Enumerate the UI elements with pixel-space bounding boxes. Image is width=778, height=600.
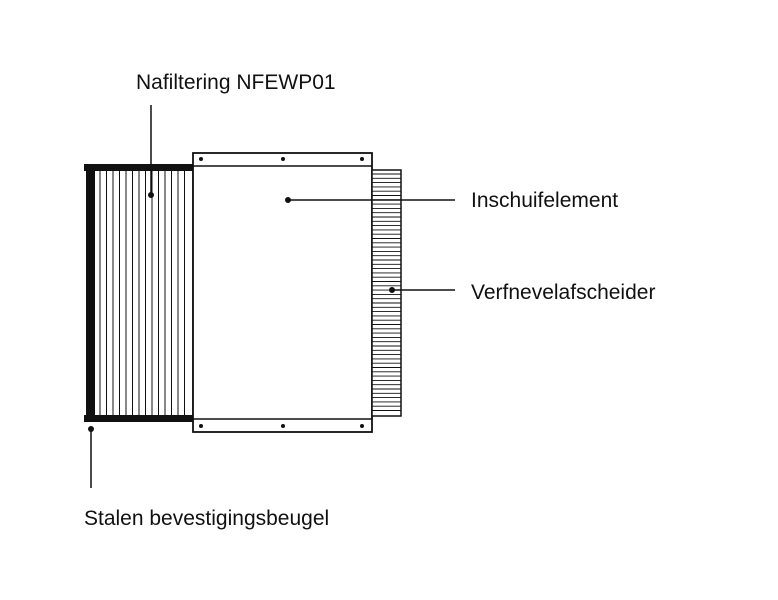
stalen-bevestigingsbeugel	[84, 164, 194, 422]
rivet-dot	[199, 157, 203, 161]
leader-stalen-beugel	[88, 426, 94, 488]
rivet-dot	[199, 424, 203, 428]
separator-layers	[372, 173, 401, 411]
nafiltering-filter	[87, 167, 194, 419]
verfnevelafscheider	[371, 169, 402, 417]
label-stalen-beugel: Stalen bevestigingsbeugel	[84, 507, 330, 530]
rivet-dot	[360, 424, 364, 428]
leader-verfnevelafscheider	[389, 287, 455, 293]
leader-nafiltering	[148, 105, 154, 198]
filter-pleats	[99, 171, 185, 415]
rivet-dot	[281, 424, 285, 428]
inschuifelement	[192, 152, 373, 433]
label-inschuifelement: Inschuifelement	[471, 189, 619, 212]
leader-inschuifelement	[285, 197, 455, 203]
label-nafiltering: Nafiltering NFEWP01	[136, 71, 336, 94]
rivet-dot	[281, 157, 285, 161]
label-verfnevelafscheider: Verfnevelafscheider	[471, 281, 656, 304]
rivet-dot	[360, 157, 364, 161]
